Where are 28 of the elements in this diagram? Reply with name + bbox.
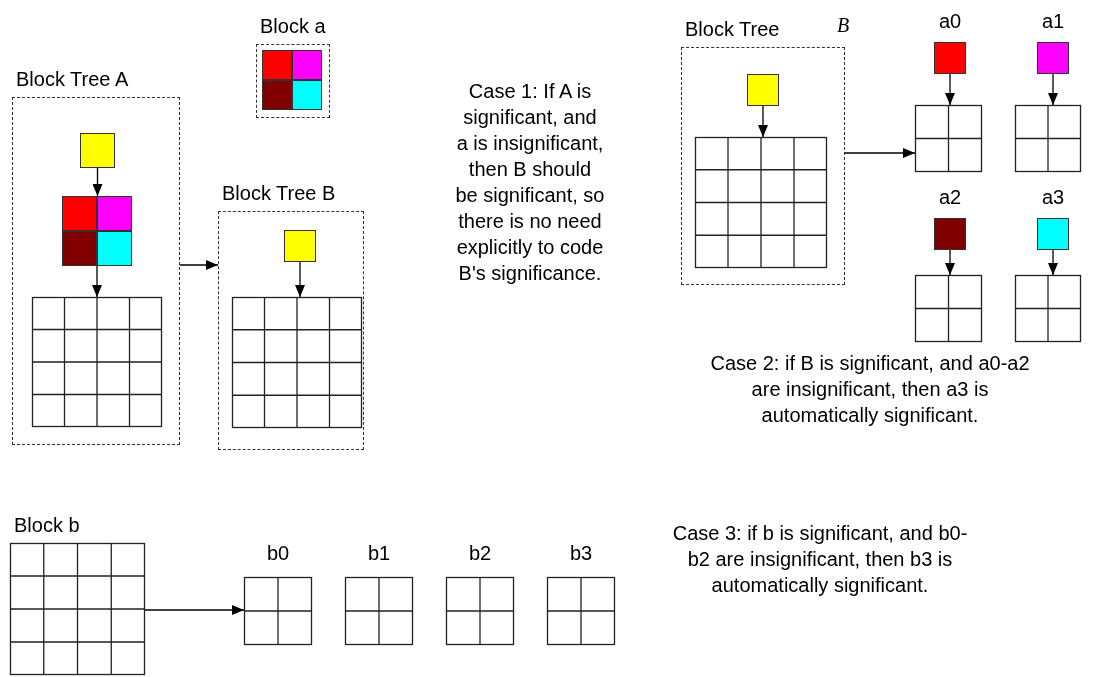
arrow (945, 249, 955, 276)
group-title: Block b (14, 513, 80, 537)
group-title: Block Tree (685, 17, 780, 41)
part-label: b3 (568, 541, 594, 566)
arrow (92, 265, 102, 298)
part-label: a1 (1040, 9, 1066, 34)
arrow (758, 105, 768, 138)
part-label: b0 (265, 541, 291, 566)
note-text: Case 3: if b is significant, and b0-b2 are insignificant, then b3 is automatically significant. (671, 521, 969, 598)
group-title: Block a (260, 14, 326, 38)
arrow (1048, 249, 1058, 276)
arrow (844, 148, 916, 158)
group-title: Block Tree B (222, 181, 336, 205)
arrow (1048, 73, 1058, 106)
part-label: a0 (937, 9, 963, 34)
note-text: Case 2: if B is significant, and a0-a2 are insignificant, then a3 is automatically significant. (709, 351, 1031, 428)
note-text: Case 1: If A is significant, and a is insignificant, then B should be significant, so there is no need explicitly to code B's significance. (455, 79, 605, 286)
group-title: Block Tree A (16, 67, 129, 91)
arrow (945, 73, 955, 106)
arrow (144, 605, 245, 615)
part-label: b2 (467, 541, 493, 566)
part-label: b1 (366, 541, 392, 566)
arrow (179, 260, 219, 270)
arrow (295, 261, 305, 298)
arrow (92, 167, 103, 197)
side-label: B (837, 13, 850, 37)
part-label: a2 (937, 185, 963, 210)
part-label: a3 (1040, 185, 1066, 210)
